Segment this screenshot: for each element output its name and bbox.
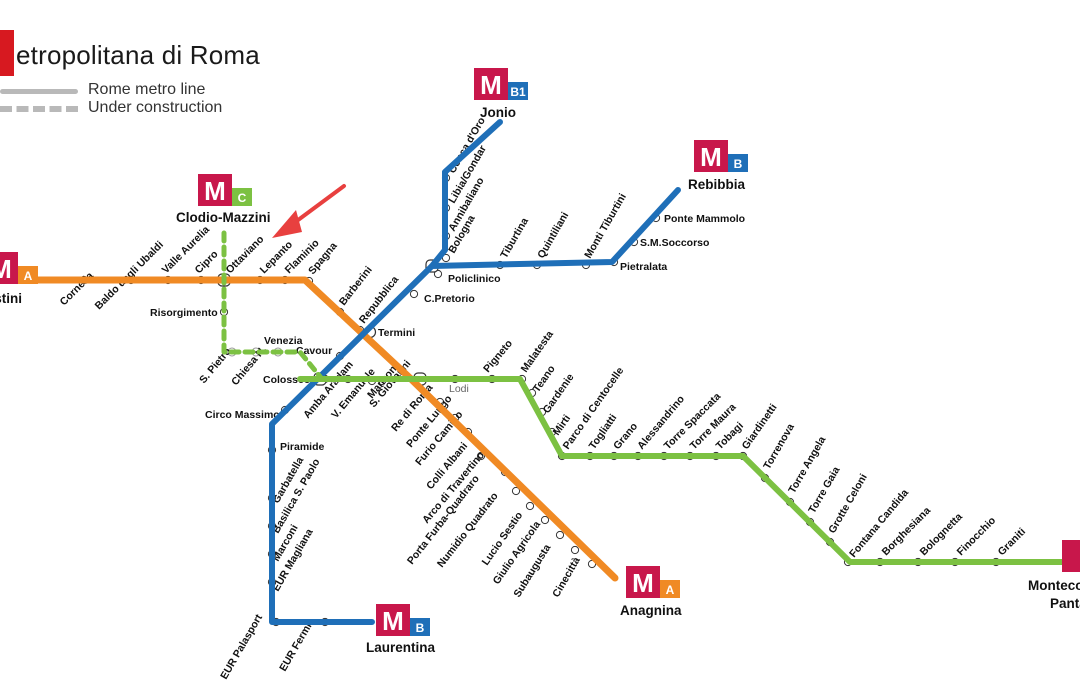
station-b1-c-pretorio[interactable]: [409, 289, 419, 299]
terminal-rebibbia-logo: [694, 140, 728, 172]
terminal-rebibbia-letter: M: [700, 142, 722, 172]
station-c-torre-gaia-label: Torre Gaia: [806, 465, 842, 516]
terminal-anagnina-name: Anagnina: [620, 603, 682, 618]
station-b1-bologna[interactable]: [441, 253, 451, 263]
station-a-porta-furba-quadraro[interactable]: [511, 486, 521, 496]
terminal-clodio-line-letter: C: [238, 191, 247, 205]
terminal-battistini-line-letter: A: [24, 269, 33, 283]
station-b-pietralata-label: Pietralata: [620, 261, 667, 273]
terminal-montecompatri-name-2: Pantano: [1050, 596, 1080, 611]
terminal-rebibbia-name: Rebibbia: [688, 177, 745, 192]
terminal-laurentina-line-letter: B: [416, 621, 425, 635]
station-b-quintiliani-label: Quintiliani: [535, 210, 571, 261]
legend-construction-swatch: [0, 106, 78, 112]
station-b1-policlinico[interactable]: [433, 269, 443, 279]
line-a: [0, 276, 619, 582]
terminal-battistini-name: Battistini: [0, 291, 22, 306]
map-title: etropolitana di Roma: [16, 40, 260, 70]
terminal-clodio-letter: M: [204, 176, 226, 206]
station-a-colli-albani[interactable]: [476, 451, 486, 461]
terminal-jonio-logo: [474, 68, 508, 100]
terminal-montecompatri-logo: [1062, 540, 1080, 572]
terminal-clodio-name: Clodio-Mazzini: [176, 210, 271, 225]
station-c-torrenova-label: Torrenova: [761, 422, 797, 472]
terminal-anagnina-letter: M: [632, 568, 654, 598]
station-a-numidio-quadrato[interactable]: [525, 501, 535, 511]
terminal-jonio-line-letter: B1: [510, 85, 526, 99]
station-a-lucio-sestio[interactable]: [540, 515, 550, 525]
terminal-anagnina-line-tag: [660, 580, 680, 598]
terminal-jonio-name: Jonio: [480, 105, 516, 120]
terminal-rebibbia-line-letter: B: [734, 157, 743, 171]
station-b1-policlinico-label: Policlinico: [448, 273, 501, 285]
station-a-cornelia-label: Cornelia: [58, 270, 96, 308]
station-c-pigneto-label: Pigneto: [481, 338, 515, 375]
terminal-laurentina-logo: [376, 604, 410, 636]
line-c-built: [297, 376, 1078, 565]
station-b-eur-fermi-label: EUR Fermi: [277, 621, 314, 674]
title-logo-block: [0, 30, 14, 76]
station-c-lodi-label: Lodi: [449, 383, 469, 395]
station-a-cipro-label: Cipro: [193, 248, 221, 276]
terminal-jonio-line-tag: [508, 82, 528, 100]
terminal-battistini-line-tag: [18, 266, 38, 284]
line-c-construction: [221, 230, 325, 382]
line-b: [269, 187, 681, 625]
terminal-rebibbia-line-tag: [728, 154, 748, 172]
pointer-arrow-icon: [272, 210, 302, 238]
terminal-clodio-line-tag: [232, 188, 252, 206]
station-b-s-m-soccorso-label: S.M.Soccorso: [640, 237, 709, 249]
terminal-battistini-logo: [0, 252, 18, 284]
terminal-anagnina-logo: [626, 566, 660, 598]
legend-line-swatch: [0, 89, 78, 94]
station-c-risorgimento-label: Risorgimento: [150, 307, 218, 319]
station-b-eur-palasport-label: EUR Palasport: [218, 612, 265, 682]
station-c-grano-label: Grano: [611, 421, 640, 452]
station-c-graniti-label: Graniti: [996, 526, 1028, 558]
station-b1-c-pretorio-label: C.Pretorio: [424, 293, 475, 305]
terminal-montecompatri[interactable]: MontecompatriPantano: [1028, 540, 1080, 611]
station-a-giulio-agricola[interactable]: [555, 530, 565, 540]
station-c-venezia-label: Venezia: [264, 335, 303, 347]
terminal-laurentina-letter: M: [382, 606, 404, 636]
station-b-cavour-label: Cavour: [296, 345, 332, 357]
station-a-termini-label: Termini: [378, 327, 415, 339]
station-b-ponte-mammolo-label: Ponte Mammolo: [664, 213, 745, 225]
terminal-clodio-logo: [198, 174, 232, 206]
terminal-battistini[interactable]: MABattistini: [0, 252, 38, 306]
legend-construction-label: Under construction: [88, 99, 223, 116]
terminal-laurentina-name: Laurentina: [366, 640, 436, 655]
station-b-circo-massimo-label: Circo Massimo: [205, 409, 280, 421]
terminal-anagnina-line-letter: A: [666, 583, 675, 597]
terminal-montecompatri-name: Montecompatri: [1028, 578, 1080, 593]
line-b1: [429, 119, 503, 269]
terminal-battistini-letter: M: [0, 254, 12, 284]
terminal-laurentina-line-tag: [410, 618, 430, 636]
station-a-baldo-degli-ubaldi-label: Baldo degli Ubaldi: [93, 239, 166, 312]
terminal-jonio-letter: M: [480, 70, 502, 100]
station-a-cinecitt-label: Cinecittà: [550, 555, 583, 600]
legend-line-label: Rome metro line: [88, 81, 206, 98]
station-b-tiburtina-label: Tiburtina: [498, 216, 531, 261]
station-a-subaugusta[interactable]: [570, 545, 580, 555]
pointer-arrow-shaft: [288, 184, 346, 228]
station-b-piramide-label: Piramide: [280, 441, 325, 453]
